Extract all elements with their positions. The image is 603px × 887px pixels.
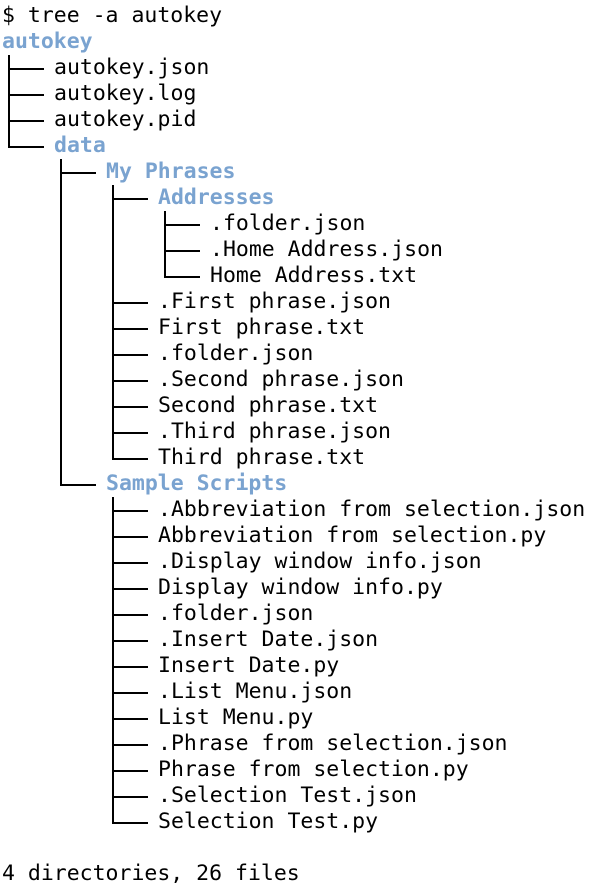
tree-branch-horizontal [164, 250, 200, 252]
tree-entry-file: .Selection Test.json [158, 783, 417, 808]
tree-branch-horizontal [112, 458, 148, 460]
tree-branch-vertical [112, 185, 114, 459]
summary-line: 4 directories, 26 files [2, 861, 300, 886]
tree-branch-horizontal [112, 692, 148, 694]
tree-entry-file: Third phrase.txt [158, 445, 366, 470]
tree-entry-file: Home Address.txt [210, 263, 418, 288]
tree-entry-file: .Second phrase.json [158, 367, 404, 392]
tree-entry-file: .Phrase from selection.json [158, 731, 508, 756]
tree-entry-file: .List Menu.json [158, 679, 353, 704]
tree-branch-horizontal [112, 354, 148, 356]
tree-branch-vertical [112, 497, 114, 823]
tree-entry-dir: My Phrases [106, 159, 236, 184]
tree-entry-file: autokey.json [54, 55, 210, 80]
tree-entry-file: .Home Address.json [210, 237, 443, 262]
tree-branch-horizontal [112, 744, 148, 746]
tree-branch-horizontal [112, 432, 148, 434]
tree-branch-horizontal [112, 198, 148, 200]
tree-branch-horizontal [112, 822, 148, 824]
tree-branch-horizontal [112, 640, 148, 642]
tree-branch-horizontal [112, 380, 148, 382]
tree-branch-horizontal [112, 406, 148, 408]
tree-branch-horizontal [164, 224, 200, 226]
tree-branch-horizontal [112, 588, 148, 590]
tree-branch-horizontal [164, 276, 200, 278]
command-line: $ tree -a autokey [2, 3, 223, 28]
tree-branch-horizontal [60, 172, 96, 174]
tree-entry-file: .Abbreviation from selection.json [158, 497, 586, 522]
tree-branch-horizontal [112, 328, 148, 330]
tree-branch-horizontal [112, 614, 148, 616]
tree-entry-file: autokey.pid [54, 107, 197, 132]
tree-branch-horizontal [8, 94, 44, 96]
tree-branch-horizontal [112, 510, 148, 512]
tree-branch-horizontal [112, 666, 148, 668]
tree-branch-horizontal [112, 536, 148, 538]
tree-root-dir: autokey [2, 29, 93, 54]
tree-entry-dir: Addresses [158, 185, 275, 210]
tree-entry-file: Selection Test.py [158, 809, 379, 834]
tree-entry-dir: Sample Scripts [106, 471, 288, 496]
tree-branch-horizontal [112, 302, 148, 304]
tree-branch-horizontal [112, 718, 148, 720]
tree-branch-horizontal [112, 770, 148, 772]
tree-entry-file: .folder.json [158, 601, 314, 626]
tree-branch-horizontal [8, 146, 44, 148]
tree-entry-file: .Insert Date.json [158, 627, 379, 652]
tree-entry-file: Display window info.py [158, 575, 443, 600]
tree-entry-file: .First phrase.json [158, 289, 391, 314]
tree-entry-file: Insert Date.py [158, 653, 340, 678]
tree-entry-file: .Display window info.json [158, 549, 482, 574]
tree-entry-file: .Third phrase.json [158, 419, 391, 444]
tree-entry-file: autokey.log [54, 81, 197, 106]
tree-branch-horizontal [112, 562, 148, 564]
tree-entry-file: .folder.json [210, 211, 366, 236]
tree-branch-horizontal [8, 120, 44, 122]
tree-branch-vertical [8, 55, 10, 147]
tree-branch-vertical [60, 159, 62, 485]
tree-branch-horizontal [112, 796, 148, 798]
tree-entry-file: Phrase from selection.py [158, 757, 469, 782]
tree-branch-horizontal [8, 68, 44, 70]
tree-entry-file: First phrase.txt [158, 315, 366, 340]
tree-entry-dir: data [54, 133, 106, 158]
tree-entry-file: Second phrase.txt [158, 393, 379, 418]
tree-branch-horizontal [60, 484, 96, 486]
tree-entry-file: .folder.json [158, 341, 314, 366]
tree-entry-file: Abbreviation from selection.py [158, 523, 547, 548]
tree-entry-file: List Menu.py [158, 705, 314, 730]
tree-branch-vertical [164, 211, 166, 277]
